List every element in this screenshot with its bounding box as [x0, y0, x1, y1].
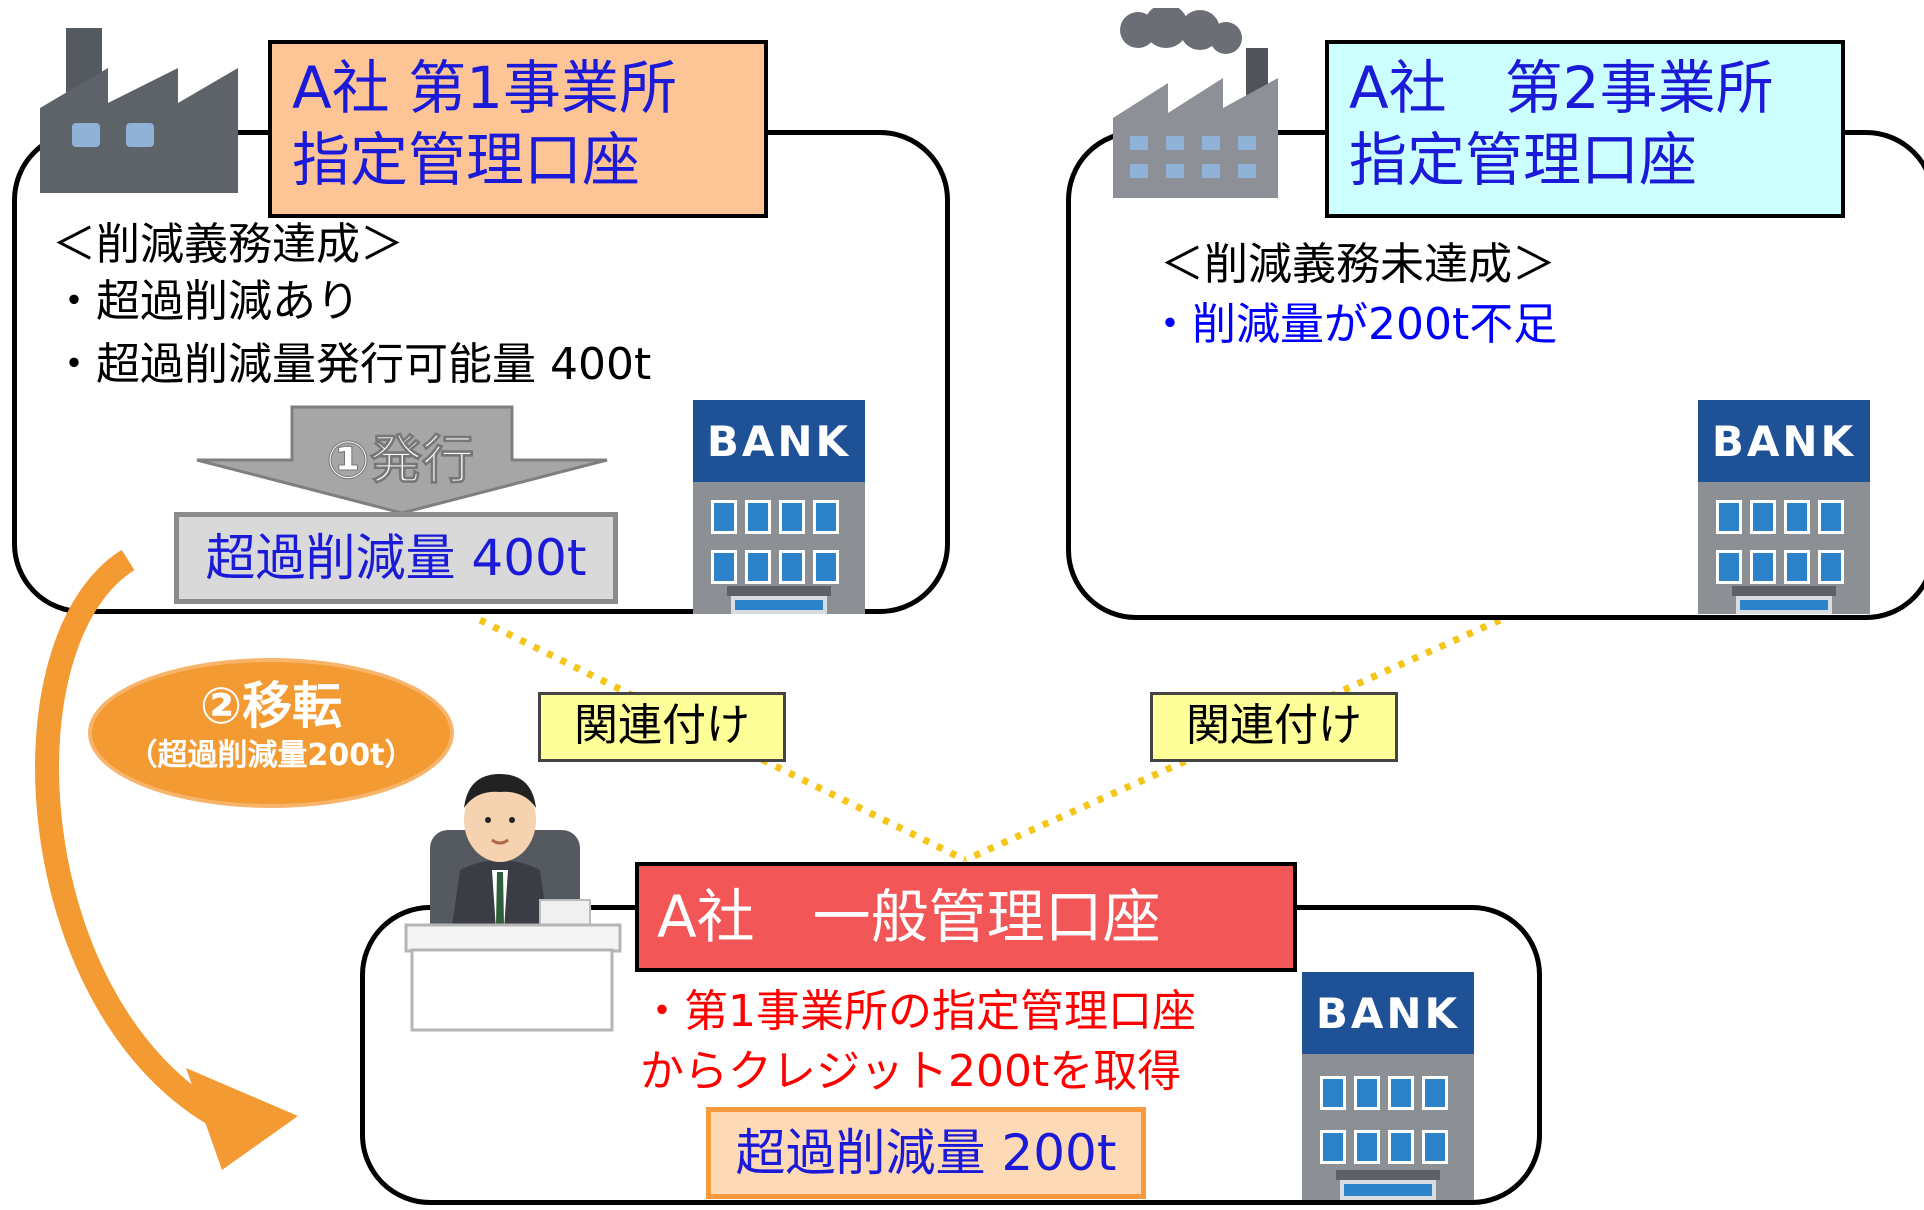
bank-sign: BANK — [693, 400, 865, 482]
bank-sign: BANK — [1698, 400, 1870, 482]
general-title: A社 一般管理口座 — [635, 862, 1297, 972]
issue-arrow — [196, 405, 608, 515]
manager-at-desk-illustration — [404, 774, 622, 1032]
bank-building-general: BANK — [1302, 972, 1474, 1200]
office1-title-line2: 指定管理口座 — [292, 126, 641, 194]
transfer-arrowhead — [186, 1068, 298, 1170]
office2-title-line2: 指定管理口座 — [1349, 126, 1698, 194]
general-line2: からクレジット200tを取得 — [640, 1046, 1182, 1097]
bank-sign: BANK — [1302, 972, 1474, 1054]
office1-status-heading: ＜削減義務達成＞ — [52, 219, 404, 270]
factory-icon — [40, 28, 238, 193]
office2-status-heading: ＜削減義務未達成＞ — [1160, 239, 1556, 290]
office2-bullet1: ・削減量が200t不足 — [1148, 299, 1558, 350]
office2-title-line1: A社 第2事業所 — [1349, 54, 1774, 122]
transfer-bubble: ②移転 （超過削減量200t） — [88, 658, 454, 808]
office1-credit-box: 超過削減量 400t — [174, 512, 618, 604]
office2-title: A社 第2事業所 指定管理口座 — [1325, 40, 1845, 218]
transfer-sub: （超過削減量200t） — [127, 738, 415, 773]
bank-building-office1: BANK — [693, 400, 865, 614]
general-line1: ・第1事業所の指定管理口座 — [640, 986, 1196, 1037]
transfer-label: ②移転 — [199, 677, 343, 735]
link-tag-right: 関連付け — [1150, 692, 1398, 762]
office1-title: A社 第1事業所 指定管理口座 — [268, 40, 768, 218]
office1-title-line1: A社 第1事業所 — [292, 54, 678, 122]
bank-building-office2: BANK — [1698, 400, 1870, 614]
factory-smoke-icon — [1113, 8, 1278, 198]
office1-bullet2: ・超過削減量発行可能量 400t — [52, 339, 652, 390]
office1-bullet1: ・超過削減あり — [52, 276, 360, 327]
general-credit-box: 超過削減量 200t — [706, 1107, 1146, 1199]
issue-label: ①発行 — [325, 431, 475, 492]
link-tag-left: 関連付け — [538, 692, 786, 762]
